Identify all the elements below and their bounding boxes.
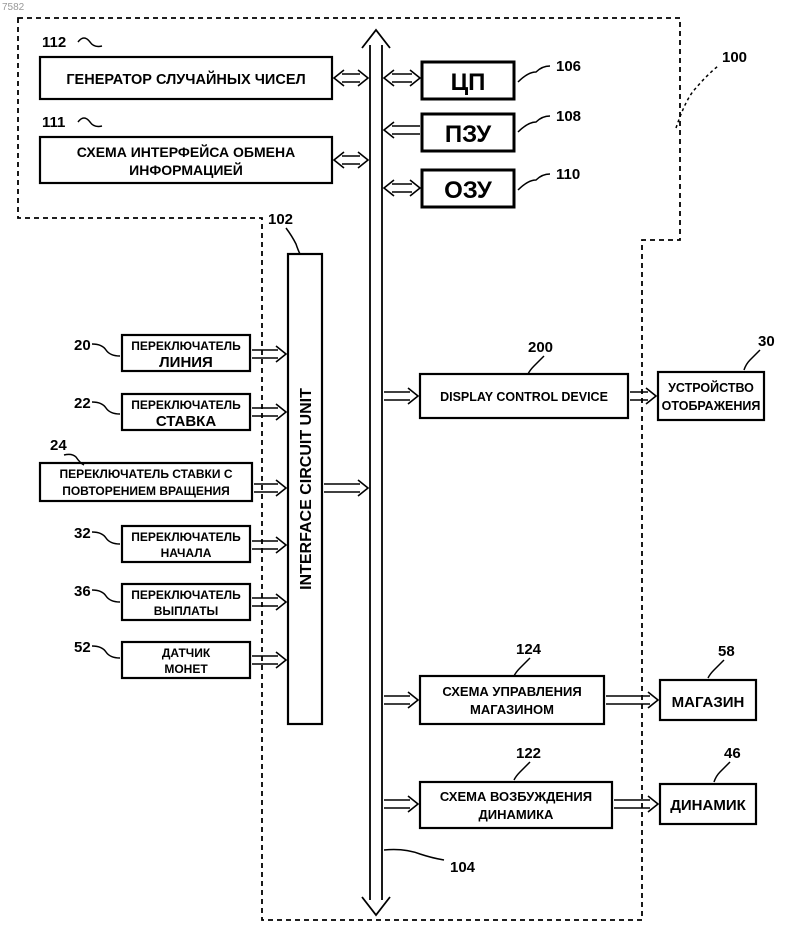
arrow-swline-icu xyxy=(252,346,286,362)
sw-payout-label-1: ПЕРЕКЛЮЧАТЕЛЬ xyxy=(131,588,241,602)
arrow-bus-speakerdrv xyxy=(384,796,418,812)
label-22: 22 xyxy=(74,395,91,412)
switch-line: ПЕРЕКЛЮЧАТЕЛЬ ЛИНИЯ xyxy=(122,335,250,371)
display-device: УСТРОЙСТВО ОТОБРАЖЕНИЯ xyxy=(658,372,764,420)
ram-label: ОЗУ xyxy=(444,177,493,204)
arrow-rom-bus xyxy=(384,122,420,138)
corner-label: 7582 xyxy=(2,2,25,13)
interface-circuit-label: INTERFACE CIRCUIT UNIT xyxy=(298,388,315,590)
label-58: 58 xyxy=(718,643,735,660)
label-200: 200 xyxy=(528,339,553,356)
arrow-icu-bus xyxy=(324,480,368,496)
arrow-coin-icu xyxy=(252,652,286,668)
label-112: 112 xyxy=(42,34,66,51)
display-control-device: DISPLAY CONTROL DEVICE xyxy=(420,374,628,418)
coin-label-2: МОНЕТ xyxy=(164,662,208,676)
arrow-rng-bus xyxy=(334,70,368,86)
sw-line-label-1: ПЕРЕКЛЮЧАТЕЛЬ xyxy=(131,339,241,353)
switch-start: ПЕРЕКЛЮЧАТЕЛЬ НАЧАЛА xyxy=(122,526,250,562)
rng-label: ГЕНЕРАТОР СЛУЧАЙНЫХ ЧИСЕЛ xyxy=(66,70,305,88)
label-46: 46 xyxy=(724,745,741,762)
interface-circuit-unit: INTERFACE CIRCUIT UNIT xyxy=(288,254,322,724)
label-122: 122 xyxy=(516,745,541,762)
label-110: 110 xyxy=(556,166,580,183)
info-if-label-2: ИНФОРМАЦИЕЙ xyxy=(129,161,243,178)
sw-repeat-label-1: ПЕРЕКЛЮЧАТЕЛЬ СТАВКИ С xyxy=(59,467,232,481)
display-ctrl-label: DISPLAY CONTROL DEVICE xyxy=(440,390,608,404)
speaker-drv-label-2: ДИНАМИКА xyxy=(479,807,554,822)
arrow-bus-ram xyxy=(384,180,420,196)
speaker-drv-label-1: СХЕМА ВОЗБУЖДЕНИЯ xyxy=(440,789,592,804)
display-label-2: ОТОБРАЖЕНИЯ xyxy=(662,399,761,413)
hopper-ctrl-label-1: СХЕМА УПРАВЛЕНИЯ xyxy=(442,684,581,699)
arrow-displayctrl-display xyxy=(630,388,656,404)
label-30: 30 xyxy=(758,333,775,350)
label-24: 24 xyxy=(50,437,67,454)
label-106: 106 xyxy=(556,58,581,75)
sw-line-label-2: ЛИНИЯ xyxy=(159,354,213,371)
arrow-bus-cpu xyxy=(384,70,420,86)
rom-block: ПЗУ xyxy=(422,114,514,151)
sw-bet-label-2: СТАВКА xyxy=(156,413,216,430)
arrow-infoif-bus xyxy=(334,152,368,168)
sw-repeat-label-2: ПОВТОРЕНИЕМ ВРАЩЕНИЯ xyxy=(62,484,230,498)
display-label-1: УСТРОЙСТВО xyxy=(668,380,754,395)
coin-sensor: ДАТЧИК МОНЕТ xyxy=(122,642,250,678)
hopper-ctrl-label-2: МАГАЗИНОМ xyxy=(470,702,554,717)
arrow-swbet-icu xyxy=(252,404,286,420)
label-104: 104 xyxy=(450,859,476,876)
hopper: МАГАЗИН xyxy=(660,680,756,720)
label-36: 36 xyxy=(74,583,91,600)
label-100: 100 xyxy=(722,49,747,66)
cpu-block: ЦП xyxy=(422,62,514,99)
cpu-label: ЦП xyxy=(451,69,486,96)
label-124: 124 xyxy=(516,641,542,658)
info-if-label-1: СХЕМА ИНТЕРФЕЙСА ОБМЕНА xyxy=(77,143,295,160)
speaker-driver-circuit: СХЕМА ВОЗБУЖДЕНИЯ ДИНАМИКА xyxy=(420,782,612,828)
arrow-bus-displayctrl xyxy=(384,388,418,404)
rom-label: ПЗУ xyxy=(445,121,492,148)
arrow-swrepeat-icu xyxy=(254,480,286,496)
sw-start-label-2: НАЧАЛА xyxy=(161,546,212,560)
switch-bet: ПЕРЕКЛЮЧАТЕЛЬ СТАВКА xyxy=(122,394,250,430)
switch-payout: ПЕРЕКЛЮЧАТЕЛЬ ВЫПЛАТЫ xyxy=(122,584,250,620)
coin-label-1: ДАТЧИК xyxy=(162,646,211,660)
label-108: 108 xyxy=(556,108,581,125)
label-52: 52 xyxy=(74,639,91,656)
speaker: ДИНАМИК xyxy=(660,784,756,824)
arrow-bus-hopperctrl xyxy=(384,692,418,708)
random-number-generator: ГЕНЕРАТОР СЛУЧАЙНЫХ ЧИСЕЛ xyxy=(40,57,332,99)
label-32: 32 xyxy=(74,525,91,542)
switch-repeat-bet: ПЕРЕКЛЮЧАТЕЛЬ СТАВКИ С ПОВТОРЕНИЕМ ВРАЩЕ… xyxy=(40,463,252,501)
arrow-swstart-icu xyxy=(252,537,286,553)
arrow-speakerdrv-speaker xyxy=(614,796,658,812)
sw-start-label-1: ПЕРЕКЛЮЧАТЕЛЬ xyxy=(131,530,241,544)
speaker-label: ДИНАМИК xyxy=(670,797,746,814)
label-111: 111 xyxy=(42,114,65,131)
arrow-hopperctrl-hopper xyxy=(606,692,658,708)
label-102: 102 xyxy=(268,211,293,228)
hopper-control-circuit: СХЕМА УПРАВЛЕНИЯ МАГАЗИНОМ xyxy=(420,676,604,724)
info-exchange-interface: СХЕМА ИНТЕРФЕЙСА ОБМЕНА ИНФОРМАЦИЕЙ xyxy=(40,137,332,183)
ram-block: ОЗУ xyxy=(422,170,514,207)
sw-bet-label-1: ПЕРЕКЛЮЧАТЕЛЬ xyxy=(131,398,241,412)
label-20: 20 xyxy=(74,337,91,354)
hopper-label: МАГАЗИН xyxy=(672,694,745,711)
system-bus xyxy=(362,30,390,915)
sw-payout-label-2: ВЫПЛАТЫ xyxy=(154,604,219,618)
arrow-swpayout-icu xyxy=(252,594,286,610)
